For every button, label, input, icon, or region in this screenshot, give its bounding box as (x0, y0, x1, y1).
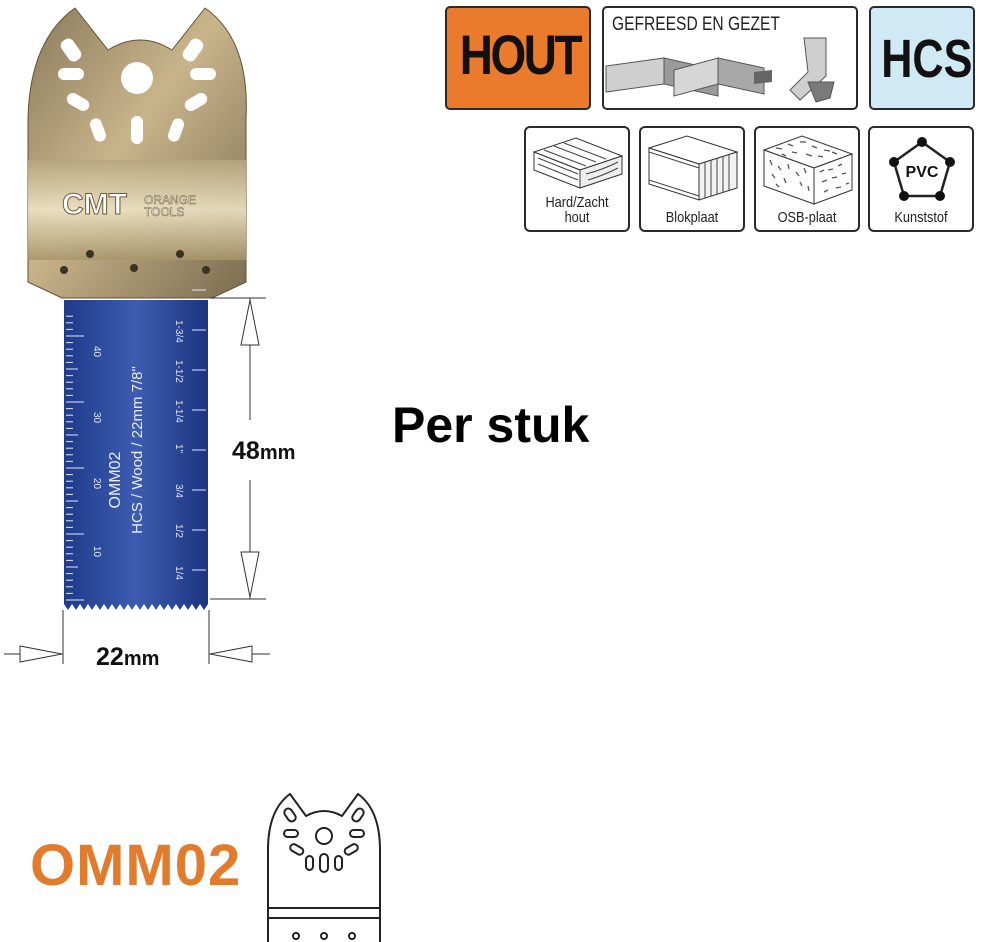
brand-logo: CMT (62, 188, 127, 221)
width-unit: mm (123, 648, 160, 670)
blade-print-spec: HCS / Wood / 22mm 7/8" (129, 366, 146, 534)
wood-badge: HOUT (445, 6, 591, 110)
hcs-badge: HCS (869, 6, 975, 110)
width-dimension-lines (4, 610, 270, 664)
imperial-label: 1/2 (173, 524, 184, 538)
length-value: 48 (232, 437, 260, 465)
brand-sub1: ORANGE (144, 193, 196, 207)
sale-unit-text: Per stuk (392, 397, 590, 453)
wood-grain-icon (532, 137, 624, 189)
length-dimension: 48mm (232, 437, 295, 466)
length-dimension-lines (210, 297, 266, 600)
material-label: Kunststof (894, 209, 948, 226)
length-unit: mm (259, 442, 296, 464)
blade-image: CMT ORANGE TOOLS 10 20 30 40 1/4 1/2 3/4… (4, 7, 270, 664)
imperial-label: 1-3/4 (173, 320, 184, 343)
imperial-label: 3/4 (173, 484, 184, 498)
blockboard-icon (647, 135, 739, 201)
brand-sub2: TOOLS (144, 205, 184, 219)
material-blockboard: Blokplaat (639, 126, 745, 232)
osb-board-icon (762, 135, 854, 205)
pvc-text: PVC (906, 164, 939, 181)
imperial-label: 1" (173, 444, 184, 454)
pvc-pentagon-icon: PVC (889, 137, 955, 201)
metric-label-20: 20 (91, 478, 102, 490)
metric-label-30: 30 (91, 412, 102, 424)
wood-badge-label: HOUT (459, 23, 583, 86)
material-plastic: PVC Kunststof (868, 126, 974, 232)
width-dimension: 22mm (96, 643, 159, 672)
width-value: 22 (96, 643, 124, 671)
set-teeth-icon (605, 37, 835, 103)
material-label: Hard/Zacht (545, 194, 609, 211)
material-label: OSB-plaat (777, 209, 837, 226)
material-hardwood: Hard/Zacht hout (524, 126, 630, 232)
blade-print-code: OMM02 (107, 451, 124, 508)
material-label: Blokplaat (665, 209, 719, 226)
material-osb: OSB-plaat (754, 126, 860, 232)
metric-label-10: 10 (91, 546, 102, 558)
hcs-badge-label: HCS (881, 29, 973, 89)
imperial-label: 1-1/4 (173, 400, 184, 423)
material-label-2: hout (564, 209, 590, 226)
model-code: OMM02 (30, 833, 242, 898)
imperial-label: 1/4 (173, 566, 184, 580)
cut-type-label: GEFREESD EN GEZET (612, 14, 780, 35)
cut-type-badge: GEFREESD EN GEZET (602, 6, 858, 110)
metric-label-40: 40 (91, 346, 102, 358)
blade-outline-icon (267, 792, 381, 942)
imperial-label: 1-1/2 (173, 360, 184, 383)
